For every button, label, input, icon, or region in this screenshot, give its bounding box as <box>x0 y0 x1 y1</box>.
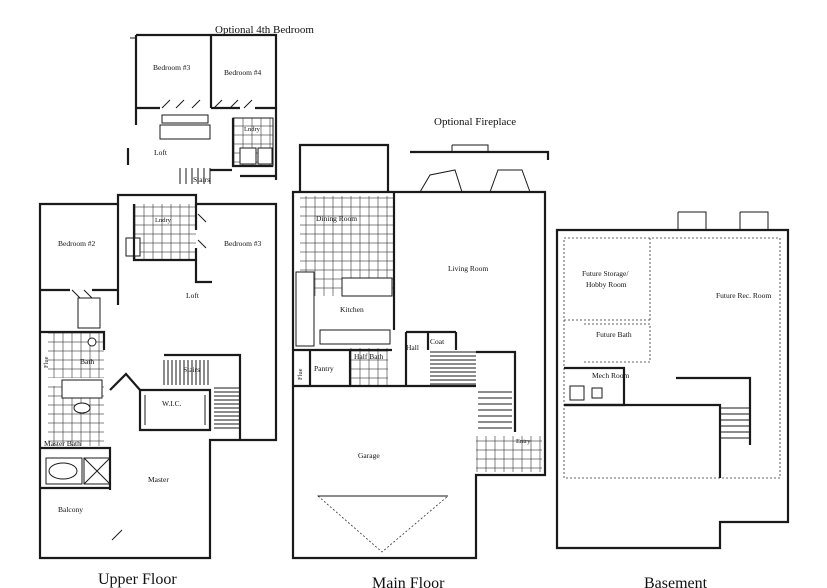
optional-fireplace-label: Optional Fireplace <box>434 116 516 128</box>
inset-bedroom-4-label: Bedroom #4 <box>224 68 262 77</box>
upper-wic-label: W.I.C. <box>162 399 182 408</box>
main-dining-room-label: Dining Room <box>316 214 357 223</box>
main-garage-label: Garage <box>358 451 380 460</box>
basement-plan: Future Storage/ Hobby Room Future Rec. R… <box>555 211 790 588</box>
basement-title: Basement <box>644 575 708 588</box>
upper-flue-label: Flue <box>43 356 50 368</box>
basement-mech-room-label: Mech Room <box>592 371 629 380</box>
main-hall-label: Hall <box>406 343 419 352</box>
basement-rec-room-label: Future Rec. Room <box>716 291 771 300</box>
upper-floor-plan: Bedroom #2 Lndry Bedroom #3 Loft Flue Ba… <box>38 193 278 588</box>
inset-laundry-label: Lndry <box>244 126 261 133</box>
main-pantry-label: Pantry <box>314 364 334 373</box>
main-floor-plan: Optional Fireplace Dining Room Living Ro… <box>291 116 550 588</box>
upper-bedroom-3-label: Bedroom #3 <box>224 239 262 248</box>
optional-4th-bedroom-label: Optional 4th Bedroom <box>215 24 314 36</box>
main-flue-label: Flue <box>297 368 304 380</box>
inset-bedroom-3-label: Bedroom #3 <box>153 63 191 72</box>
upper-bath-label: Bath <box>80 357 94 366</box>
main-coat-label: Coat <box>430 337 445 346</box>
upper-bedroom-2-label: Bedroom #2 <box>58 239 96 248</box>
optional-upper-inset: Optional 4th Bedroom Bedroom #3 Bedroom … <box>126 24 314 184</box>
upper-floor-title: Upper Floor <box>98 571 177 588</box>
inset-loft-label: Loft <box>154 148 168 157</box>
upper-stairs-label: Stairs <box>183 365 200 374</box>
basement-storage-label-line2: Hobby Room <box>586 280 627 289</box>
upper-balcony-label: Balcony <box>58 505 83 514</box>
upper-master-label: Master <box>148 475 169 484</box>
upper-loft-label: Loft <box>186 291 200 300</box>
main-entry-label: Entry <box>516 438 531 445</box>
upper-laundry-label: Lndry <box>155 217 172 224</box>
basement-bath-label: Future Bath <box>596 330 632 339</box>
inset-stairs-label: Stairs <box>193 175 210 184</box>
upper-master-bath-label: Master Bath <box>44 439 81 448</box>
main-floor-title: Main Floor <box>372 575 445 588</box>
main-half-bath-label: Half Bath <box>354 352 384 361</box>
main-kitchen-label: Kitchen <box>340 305 364 314</box>
basement-storage-label-line1: Future Storage/ <box>582 269 629 278</box>
main-living-room-label: Living Room <box>448 264 488 273</box>
